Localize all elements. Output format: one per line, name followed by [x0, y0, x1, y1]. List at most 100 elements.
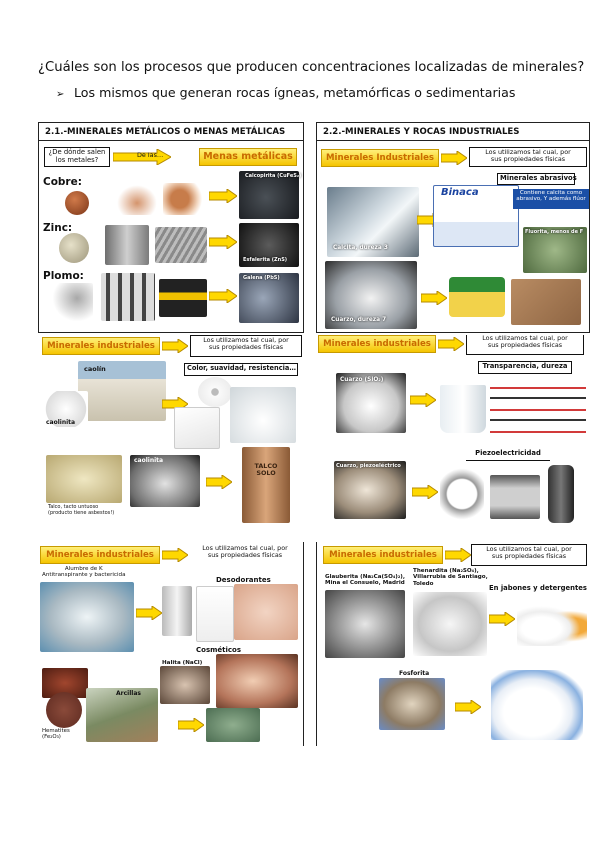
panel-menas-metalicas: 2.1.-MINERALES METÁLICOS O MENAS METÁLIC… — [38, 122, 304, 333]
sandpaper-image — [511, 279, 581, 325]
quartz-caption: Cuarzo, dureza 7 — [331, 317, 387, 323]
glauberite-caption: Glauberita (Na₂Ca(SO₄)₂), Mina el Consue… — [325, 574, 405, 587]
usage-box: Los utilizamos tal cual, por sus propied… — [188, 544, 302, 566]
chalcopyrite-image — [239, 171, 299, 219]
bullet-item: ➢ Los mismos que generan rocas ígneas, me… — [56, 85, 515, 100]
minerales-industriales-label: Minerales Industriales — [321, 149, 439, 167]
arrow-icon — [455, 700, 481, 714]
fluorite-caption: Fluorita, menos de F — [525, 229, 584, 235]
arrow-icon — [441, 151, 467, 165]
kaolinite-label-2: caolinita — [134, 457, 164, 464]
row-label-zinc: Zinc: — [43, 222, 73, 234]
chalcopyrite-caption: Calcopirita (CuFeS₂) — [245, 173, 302, 179]
arrow-icon — [445, 548, 471, 562]
arrow-icon — [209, 189, 237, 203]
watch-image — [440, 465, 484, 523]
piezo-box: Piezoelectricidad — [466, 449, 550, 461]
panel-title: 2.1.-MINERALES METÁLICOS O MENAS METÁLIC… — [45, 127, 286, 137]
bullet-text: Los mismos que generan rocas ígneas, met… — [74, 85, 516, 100]
kaolinite-label: caolinita — [46, 419, 76, 426]
arrow-icon — [206, 475, 232, 489]
deodorant-box-image — [196, 586, 234, 642]
arrow-icon — [489, 612, 515, 626]
copper-wire-image — [117, 185, 157, 215]
eyeglasses-image — [490, 377, 586, 439]
row-label-plomo: Plomo: — [43, 270, 84, 282]
usage-box: Los utilizamos tal cual, por sus propied… — [466, 335, 584, 355]
quartz-caption: Cuarzo (SiO₂) — [340, 377, 384, 383]
minerales-industriales-label: Minerales industriales — [40, 546, 160, 564]
kaolin-label: caolín — [84, 365, 106, 373]
battery-image — [159, 279, 207, 317]
usage-box: Los utilizamos tal cual, por sus propied… — [469, 147, 587, 167]
piezo-quartz-image — [334, 461, 406, 519]
alum-caption: Alumbre de K Antitranspirante y bacteric… — [42, 566, 126, 579]
hematite-caption: Hematites (Fe₂O₃) — [42, 728, 70, 741]
arrow-icon — [113, 149, 171, 165]
panel-minerales-rocas-industriales: 2.2.-MINERALES Y ROCAS INDUSTRIALES Mine… — [316, 122, 590, 333]
fosforita-label: Fosforita — [399, 670, 430, 677]
transparency-box: Transparencia, dureza — [478, 361, 572, 374]
panel-cosmeticos: Minerales industriales Los utilizamos ta… — [38, 542, 304, 746]
row-label-cobre: Cobre: — [43, 176, 82, 188]
title-underline — [317, 140, 589, 141]
galena-image — [239, 273, 299, 323]
minerales-industriales-label: Minerales industriales — [318, 335, 436, 353]
arrow-icon — [136, 606, 162, 620]
toothpaste-brand: Binaca — [441, 187, 479, 198]
uses-label: En jabones y detergentes — [489, 584, 587, 592]
paper-roll-image — [198, 377, 232, 407]
detergent-scoop-image — [491, 670, 583, 740]
piezo-quartz-caption: Cuarzo, piezoeléctrico — [336, 463, 401, 469]
calcite-image — [327, 187, 419, 257]
quartz-crystal-image — [336, 373, 406, 433]
lighter-image — [548, 465, 574, 523]
arrow-icon — [410, 393, 436, 407]
copper-coin-image — [65, 191, 89, 215]
hematite-powder-image — [46, 692, 82, 728]
usage-box: Los utilizamos tal cual, por sus propied… — [471, 544, 587, 566]
question-heading: ¿Cuáles son los procesos que producen co… — [38, 60, 585, 75]
title-underline — [39, 140, 303, 141]
arrow-icon — [162, 339, 188, 353]
abrasive-box: Minerales abrasivos — [497, 173, 577, 185]
minerales-industriales-label: Minerales industriales — [42, 337, 160, 355]
zinc-coin-image — [59, 233, 89, 263]
cosmetics-label: Cosméticos — [196, 646, 242, 654]
deodorant-label: Desodorantes — [216, 576, 271, 584]
usage-box: Los utilizamos tal cual, por sus propied… — [190, 335, 302, 357]
properties-box: Color, suavidad, resistencia… — [184, 363, 298, 376]
soap-powder-image — [517, 602, 587, 646]
calcite-caption: Calcita, dureza 3 — [333, 245, 388, 251]
halite-image — [160, 666, 210, 704]
talc-can-label: TALCO SOLO — [254, 462, 278, 478]
sphalerite-image — [239, 223, 299, 267]
glauberite-image — [325, 590, 405, 658]
clays-label: Arcillas — [116, 690, 141, 697]
zinc-sheet-image — [155, 227, 207, 263]
thenardite-image — [413, 592, 487, 656]
promo-text: Contiene calcita como abrasivo, Y además… — [513, 189, 589, 209]
arrow-icon — [209, 235, 237, 249]
digital-watch-image — [490, 475, 540, 519]
lead-pipe-image — [53, 283, 93, 321]
fluorite-image — [523, 227, 587, 273]
quartz-image — [325, 261, 417, 329]
thenardite-caption: Thenardita (Na₂SO₄), Villarrubia de Sant… — [413, 568, 488, 587]
clay-landscape-image — [86, 688, 158, 742]
clay-mask-image — [206, 708, 260, 742]
alum-stone-image — [40, 582, 134, 652]
sphalerite-caption: Esfalerita (ZnS) — [243, 257, 288, 263]
paper-sheets-image — [174, 407, 220, 449]
arrow-icon — [421, 291, 447, 305]
bullet-arrow-icon: ➢ — [56, 89, 65, 100]
menas-metalicas-label: Menas metálicas — [199, 148, 297, 166]
question-box: ¿De dónde salen los metales? — [44, 147, 110, 167]
panel-transparencia-piezo: Minerales industriales Los utilizamos ta… — [316, 335, 590, 535]
sponge-image — [449, 277, 505, 317]
kaolin-quarry-image — [78, 361, 166, 421]
armpit-image — [234, 584, 298, 640]
arrow-label: De las… — [137, 151, 164, 159]
kaolinite-block-image — [130, 455, 200, 507]
arrow-icon — [178, 718, 204, 732]
